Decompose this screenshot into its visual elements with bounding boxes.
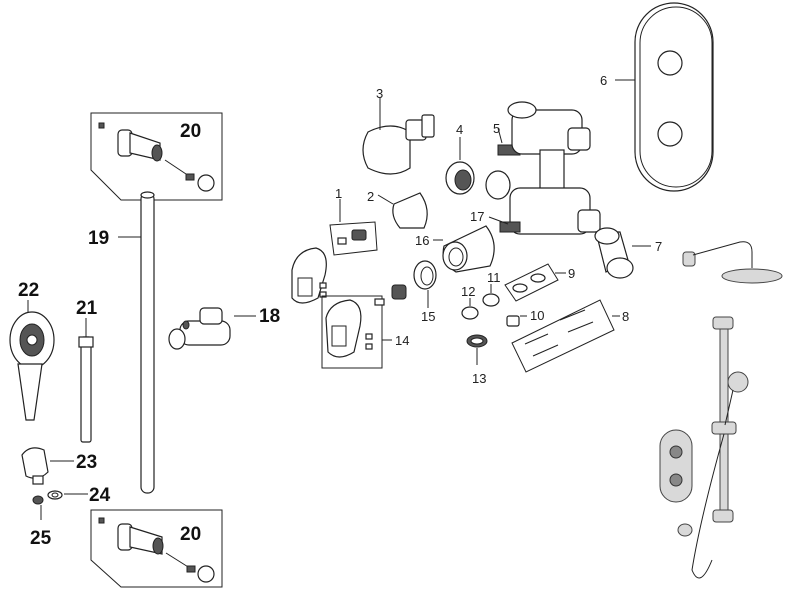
part-21-hose: 21 <box>76 298 98 443</box>
callout-16: 16 <box>415 233 429 248</box>
callout-15: 15 <box>421 309 435 324</box>
screw-and-spline <box>374 284 407 306</box>
part-4-ring: 4 <box>445 122 475 195</box>
callout-24: 24 <box>89 485 111 506</box>
part-1-cartridge-box: 1 <box>329 186 378 256</box>
callout-2: 2 <box>367 189 374 204</box>
part-15-ring: 15 <box>413 260 437 324</box>
callout-14: 14 <box>395 333 409 348</box>
valve-body: 17 <box>470 101 601 235</box>
callout-3: 3 <box>376 86 383 101</box>
part-2-sleeve: 2 <box>367 189 428 229</box>
callout-22: 22 <box>18 280 39 301</box>
callout-12: 12 <box>461 284 475 299</box>
part-7-elbow: 7 <box>594 227 662 279</box>
callout-11: 11 <box>487 270 501 285</box>
part-19-riser-rail: 19 <box>88 191 155 494</box>
callout-25: 25 <box>30 528 52 549</box>
callout-4: 4 <box>456 122 463 137</box>
callout-8: 8 <box>622 309 629 324</box>
part-23-outlet-elbow: 23 <box>21 447 97 485</box>
part-24-25-washers: 24 25 <box>30 485 111 549</box>
part-3-wall-outlet: 3 <box>362 86 435 175</box>
part-8-screws: 8 <box>511 299 629 373</box>
callout-9: 9 <box>568 266 575 281</box>
callout-19: 19 <box>88 228 109 249</box>
part-22-handset: 22 <box>9 280 55 421</box>
part-9-washers: 9 <box>504 263 575 302</box>
callout-13: 13 <box>472 371 486 386</box>
callout-6: 6 <box>600 73 607 88</box>
callout-20-top: 20 <box>180 121 201 142</box>
callout-7: 7 <box>655 239 662 254</box>
handle-left <box>291 247 327 304</box>
part-14-handle-box: 14 <box>321 295 409 369</box>
callout-21: 21 <box>76 298 98 319</box>
part-20-bottom-bracket: 20 <box>90 509 223 588</box>
callout-1: 1 <box>335 186 342 201</box>
callout-23: 23 <box>76 452 97 473</box>
part-18-slider: 18 <box>168 306 280 350</box>
callout-18: 18 <box>259 306 280 327</box>
part-6-faceplate: 6 <box>600 2 714 192</box>
callout-10: 10 <box>530 308 544 323</box>
parts-10-to-13: 11 12 13 10 <box>461 270 544 386</box>
callout-20-bottom: 20 <box>180 524 201 545</box>
callout-17: 17 <box>470 209 484 224</box>
part-20-top-bracket: 20 <box>90 112 223 201</box>
overhead-shower <box>682 241 783 284</box>
part-16-sleeve: 16 <box>415 225 495 273</box>
callout-5: 5 <box>493 121 500 136</box>
rail-kit-illustration <box>659 316 749 579</box>
